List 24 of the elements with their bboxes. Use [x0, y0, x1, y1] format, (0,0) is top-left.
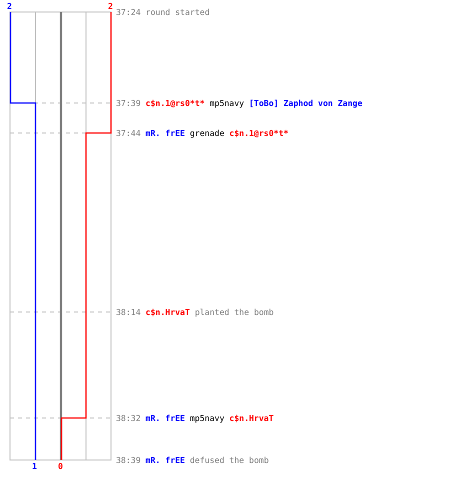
event-text: round started [146, 7, 210, 17]
player-name: c$n.HrvaT [229, 413, 274, 423]
timestamp: 37:24 [116, 7, 141, 17]
player-name: c$n.1@rs0*t* [229, 128, 288, 138]
timestamp: 38:14 [116, 307, 141, 317]
timestamp: 37:44 [116, 128, 141, 138]
count-label: 2 [108, 1, 113, 11]
timestamp: 38:32 [116, 413, 141, 423]
player-name: c$n.1@rs0*t* [146, 98, 205, 108]
weapon-name: mp5navy [190, 413, 224, 423]
event-text: planted the bomb [194, 307, 274, 317]
count-label: 1 [32, 461, 37, 471]
player-name: mR. frEE [146, 455, 185, 465]
player-name: mR. frEE [146, 128, 185, 138]
player-name: [ToBo] Zaphod von Zange [249, 98, 362, 108]
count-label: 2 [7, 1, 12, 11]
count-label: 0 [58, 461, 63, 471]
timestamp: 38:39 [116, 455, 141, 465]
event-text: defused the bomb [190, 455, 269, 465]
weapon-name: grenade [190, 128, 224, 138]
timestamp: 37:39 [116, 98, 141, 108]
player-name: mR. frEE [146, 413, 185, 423]
weapon-name: mp5navy [210, 98, 244, 108]
player-name: c$n.HrvaT [146, 307, 190, 317]
